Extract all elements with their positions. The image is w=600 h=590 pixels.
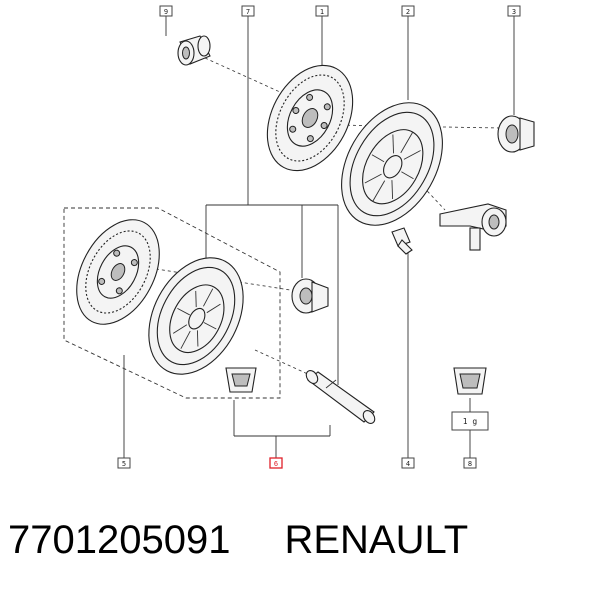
part-caption: 7701205091 RENAULT: [8, 508, 468, 572]
grease-sachet-part: [225, 367, 257, 393]
callout-6-highlighted: 6: [269, 457, 283, 469]
pressure-plate-part: [341, 102, 443, 226]
brand-name: RENAULT: [284, 517, 469, 562]
callout-8: 8: [463, 457, 477, 469]
kit-outline-dashed: [63, 207, 281, 399]
callout-1: 1: [315, 5, 329, 17]
grease-quantity-label: 1 g: [463, 417, 478, 426]
callout-5: 5: [117, 457, 131, 469]
clutch-disc-part: [266, 64, 354, 172]
callout-4: 4: [401, 457, 415, 469]
svg-text:6: 6: [274, 460, 278, 468]
callout-7: 7: [241, 5, 255, 17]
part-number: 7701205091: [8, 517, 231, 562]
svg-text:1: 1: [320, 8, 324, 16]
callout-2: 2: [401, 5, 415, 17]
kit-pressure-plate-part: [148, 257, 244, 375]
bolt-part: [391, 227, 413, 255]
svg-text:4: 4: [406, 460, 410, 468]
kit-clutch-disc-part: [76, 219, 160, 325]
release-bearing-part: [497, 115, 535, 153]
pilot-bearing-part: [177, 35, 211, 66]
svg-text:3: 3: [512, 8, 516, 16]
svg-text:5: 5: [122, 460, 126, 468]
grease-quantity-box: 1 g: [451, 411, 489, 431]
svg-text:8: 8: [468, 460, 472, 468]
kit-release-bearing-part: [291, 278, 329, 314]
svg-text:7: 7: [246, 8, 250, 16]
callout-3: 3: [507, 5, 521, 17]
callout-9: 9: [159, 5, 173, 17]
svg-text:9: 9: [164, 8, 168, 16]
release-fork-part: [439, 203, 507, 251]
svg-text:2: 2: [406, 8, 410, 16]
alignment-tool-part: [305, 370, 376, 424]
grease-sachet-8-part: [453, 367, 487, 395]
leader-lines: [123, 16, 515, 458]
